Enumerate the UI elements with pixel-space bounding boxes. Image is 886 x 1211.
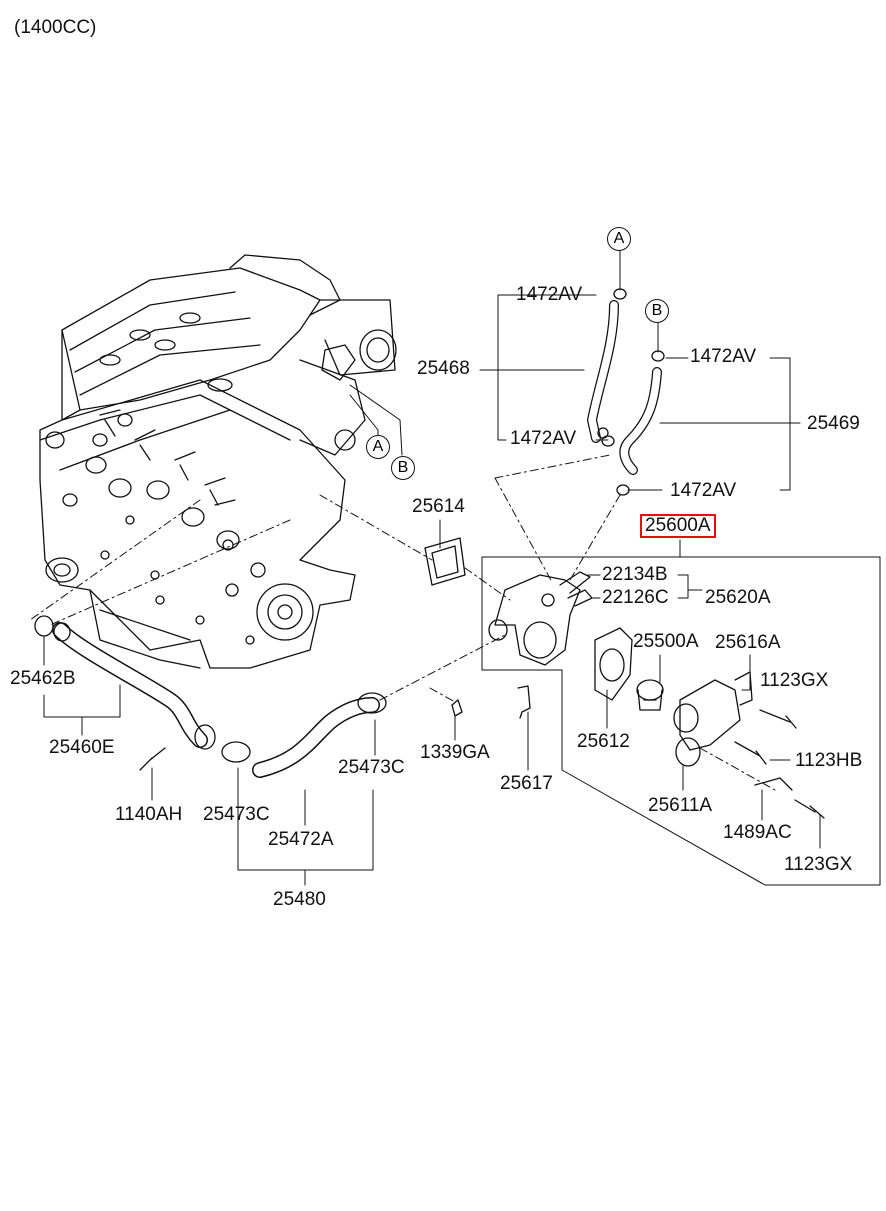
part-label-25600A[interactable]: 25600A	[640, 514, 716, 538]
part-label-25500A[interactable]: 25500A	[633, 631, 699, 652]
part-label-1472AV-mid[interactable]: 1472AV	[510, 428, 577, 449]
o-ring-25462B	[34, 615, 54, 637]
part-label-22134B[interactable]: 22134B	[602, 564, 668, 585]
part-label-1472AV-top[interactable]: 1472AV	[516, 284, 583, 305]
part-label-22126C[interactable]: 22126C	[602, 587, 669, 608]
part-label-25469[interactable]: 25469	[807, 413, 860, 434]
part-label-25611A[interactable]: 25611A	[648, 795, 713, 816]
part-label-1140AH[interactable]: 1140AH	[115, 804, 183, 825]
hose-25469	[616, 350, 665, 496]
marker-b-hose: B	[645, 299, 669, 323]
part-label-25468[interactable]: 25468	[417, 358, 470, 379]
part-label-25473C-left[interactable]: 25473C	[203, 804, 270, 825]
hose-25460E	[52, 622, 216, 750]
part-label-1472AV-bottom[interactable]: 1472AV	[670, 480, 737, 501]
thermostat-25500A	[636, 679, 664, 711]
bracket-25617	[517, 685, 531, 719]
part-label-25480[interactable]: 25480	[273, 889, 326, 910]
part-label-1339GA[interactable]: 1339GA	[420, 742, 490, 763]
fitting-25611A	[673, 671, 753, 767]
part-label-1123GX-top[interactable]: 1123GX	[760, 670, 829, 691]
clamps-25473C	[221, 692, 387, 763]
marker-b-engine: B	[391, 456, 415, 480]
marker-a-engine: A	[366, 435, 390, 459]
part-label-25612[interactable]: 25612	[577, 731, 630, 752]
part-label-25473C-right[interactable]: 25473C	[338, 757, 405, 778]
part-label-25617[interactable]: 25617	[500, 773, 553, 794]
part-label-25614[interactable]: 25614	[412, 496, 465, 517]
bolt-1339GA	[451, 699, 463, 717]
marker-a-hose: A	[607, 227, 631, 251]
part-label-1489AC[interactable]: 1489AC	[723, 822, 792, 843]
leader-lines	[29, 249, 881, 886]
engine-block-illustration	[39, 254, 397, 669]
gasket-25614	[424, 537, 466, 586]
hose-25468	[587, 288, 627, 447]
part-label-25616A[interactable]: 25616A	[715, 632, 781, 653]
gasket-25612	[594, 627, 633, 701]
part-label-25472A[interactable]: 25472A	[268, 829, 334, 850]
bolts-1123	[734, 709, 825, 819]
part-label-1472AV-right[interactable]: 1472AV	[690, 346, 757, 367]
water-outlet-housing-25620A	[488, 571, 593, 666]
part-label-25460E[interactable]: 25460E	[49, 737, 115, 758]
part-label-1123HB[interactable]: 1123HB	[795, 750, 863, 771]
part-label-25620A[interactable]: 25620A	[705, 587, 771, 608]
part-label-25462B[interactable]: 25462B	[10, 668, 76, 689]
bolt-1140AH	[139, 747, 166, 771]
part-label-1123GX-bottom[interactable]: 1123GX	[784, 854, 853, 875]
engine-spec-label: (1400CC)	[14, 17, 97, 38]
